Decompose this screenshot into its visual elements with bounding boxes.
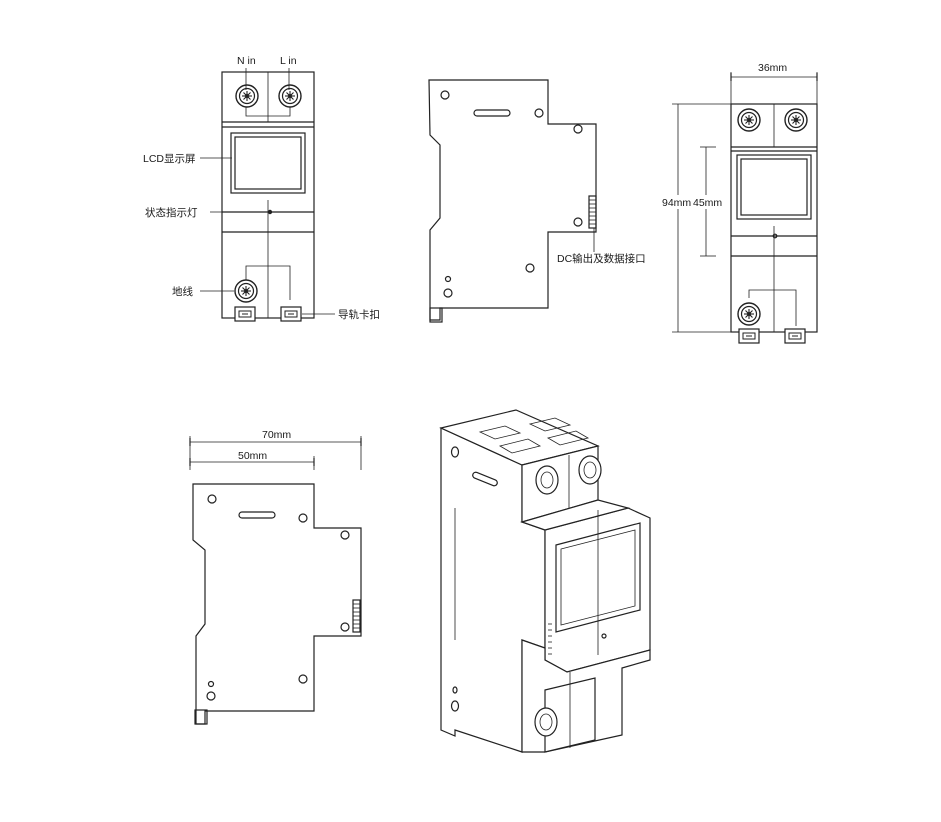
side-dimension-view: 70mm 50mm — [189, 429, 362, 725]
depth-total-dimension: 70mm — [262, 429, 291, 441]
led-indicator-icon — [267, 209, 273, 215]
isometric-view — [439, 409, 651, 753]
dc-port-label: DC输出及数据接口 — [557, 252, 646, 265]
side-body-outline — [428, 79, 597, 321]
window-dimension: 45mm — [693, 197, 722, 209]
rail-clip-icon — [280, 306, 302, 322]
rail-clip-label: 导轨卡扣 — [338, 308, 380, 321]
terminal-screw-icon — [784, 108, 808, 132]
lcd-frame — [230, 132, 306, 194]
side-view: DC输出及数据接口 — [428, 79, 646, 323]
terminal-screw-icon — [278, 84, 302, 108]
front-view: N in L in LCD显示屏 状态指示灯 地线 导轨卡扣 — [143, 55, 380, 322]
terminal-screw-icon — [737, 302, 761, 326]
depth-partial-dimension: 50mm — [238, 450, 267, 462]
lcd-label: LCD显示屏 — [143, 153, 196, 165]
indicator-label: 状态指示灯 — [145, 206, 198, 219]
rail-clip-icon — [234, 306, 256, 322]
l-in-label: L in — [280, 55, 297, 67]
width-dimension: 36mm — [758, 62, 787, 74]
dimension-front-view: 36mm 94mm 45mm — [661, 62, 818, 344]
ground-label: 地线 — [172, 285, 193, 298]
rail-clip-icon — [784, 328, 806, 344]
rail-clip-icon — [738, 328, 760, 344]
lcd-screen — [234, 136, 302, 190]
n-in-label: N in — [237, 55, 256, 67]
terminal-screw-icon — [234, 279, 258, 303]
side-slot — [473, 109, 511, 117]
terminal-screw-icon — [235, 84, 259, 108]
height-dimension: 94mm — [662, 197, 691, 209]
side2-body-outline — [192, 483, 362, 725]
terminal-screw-icon — [737, 108, 761, 132]
